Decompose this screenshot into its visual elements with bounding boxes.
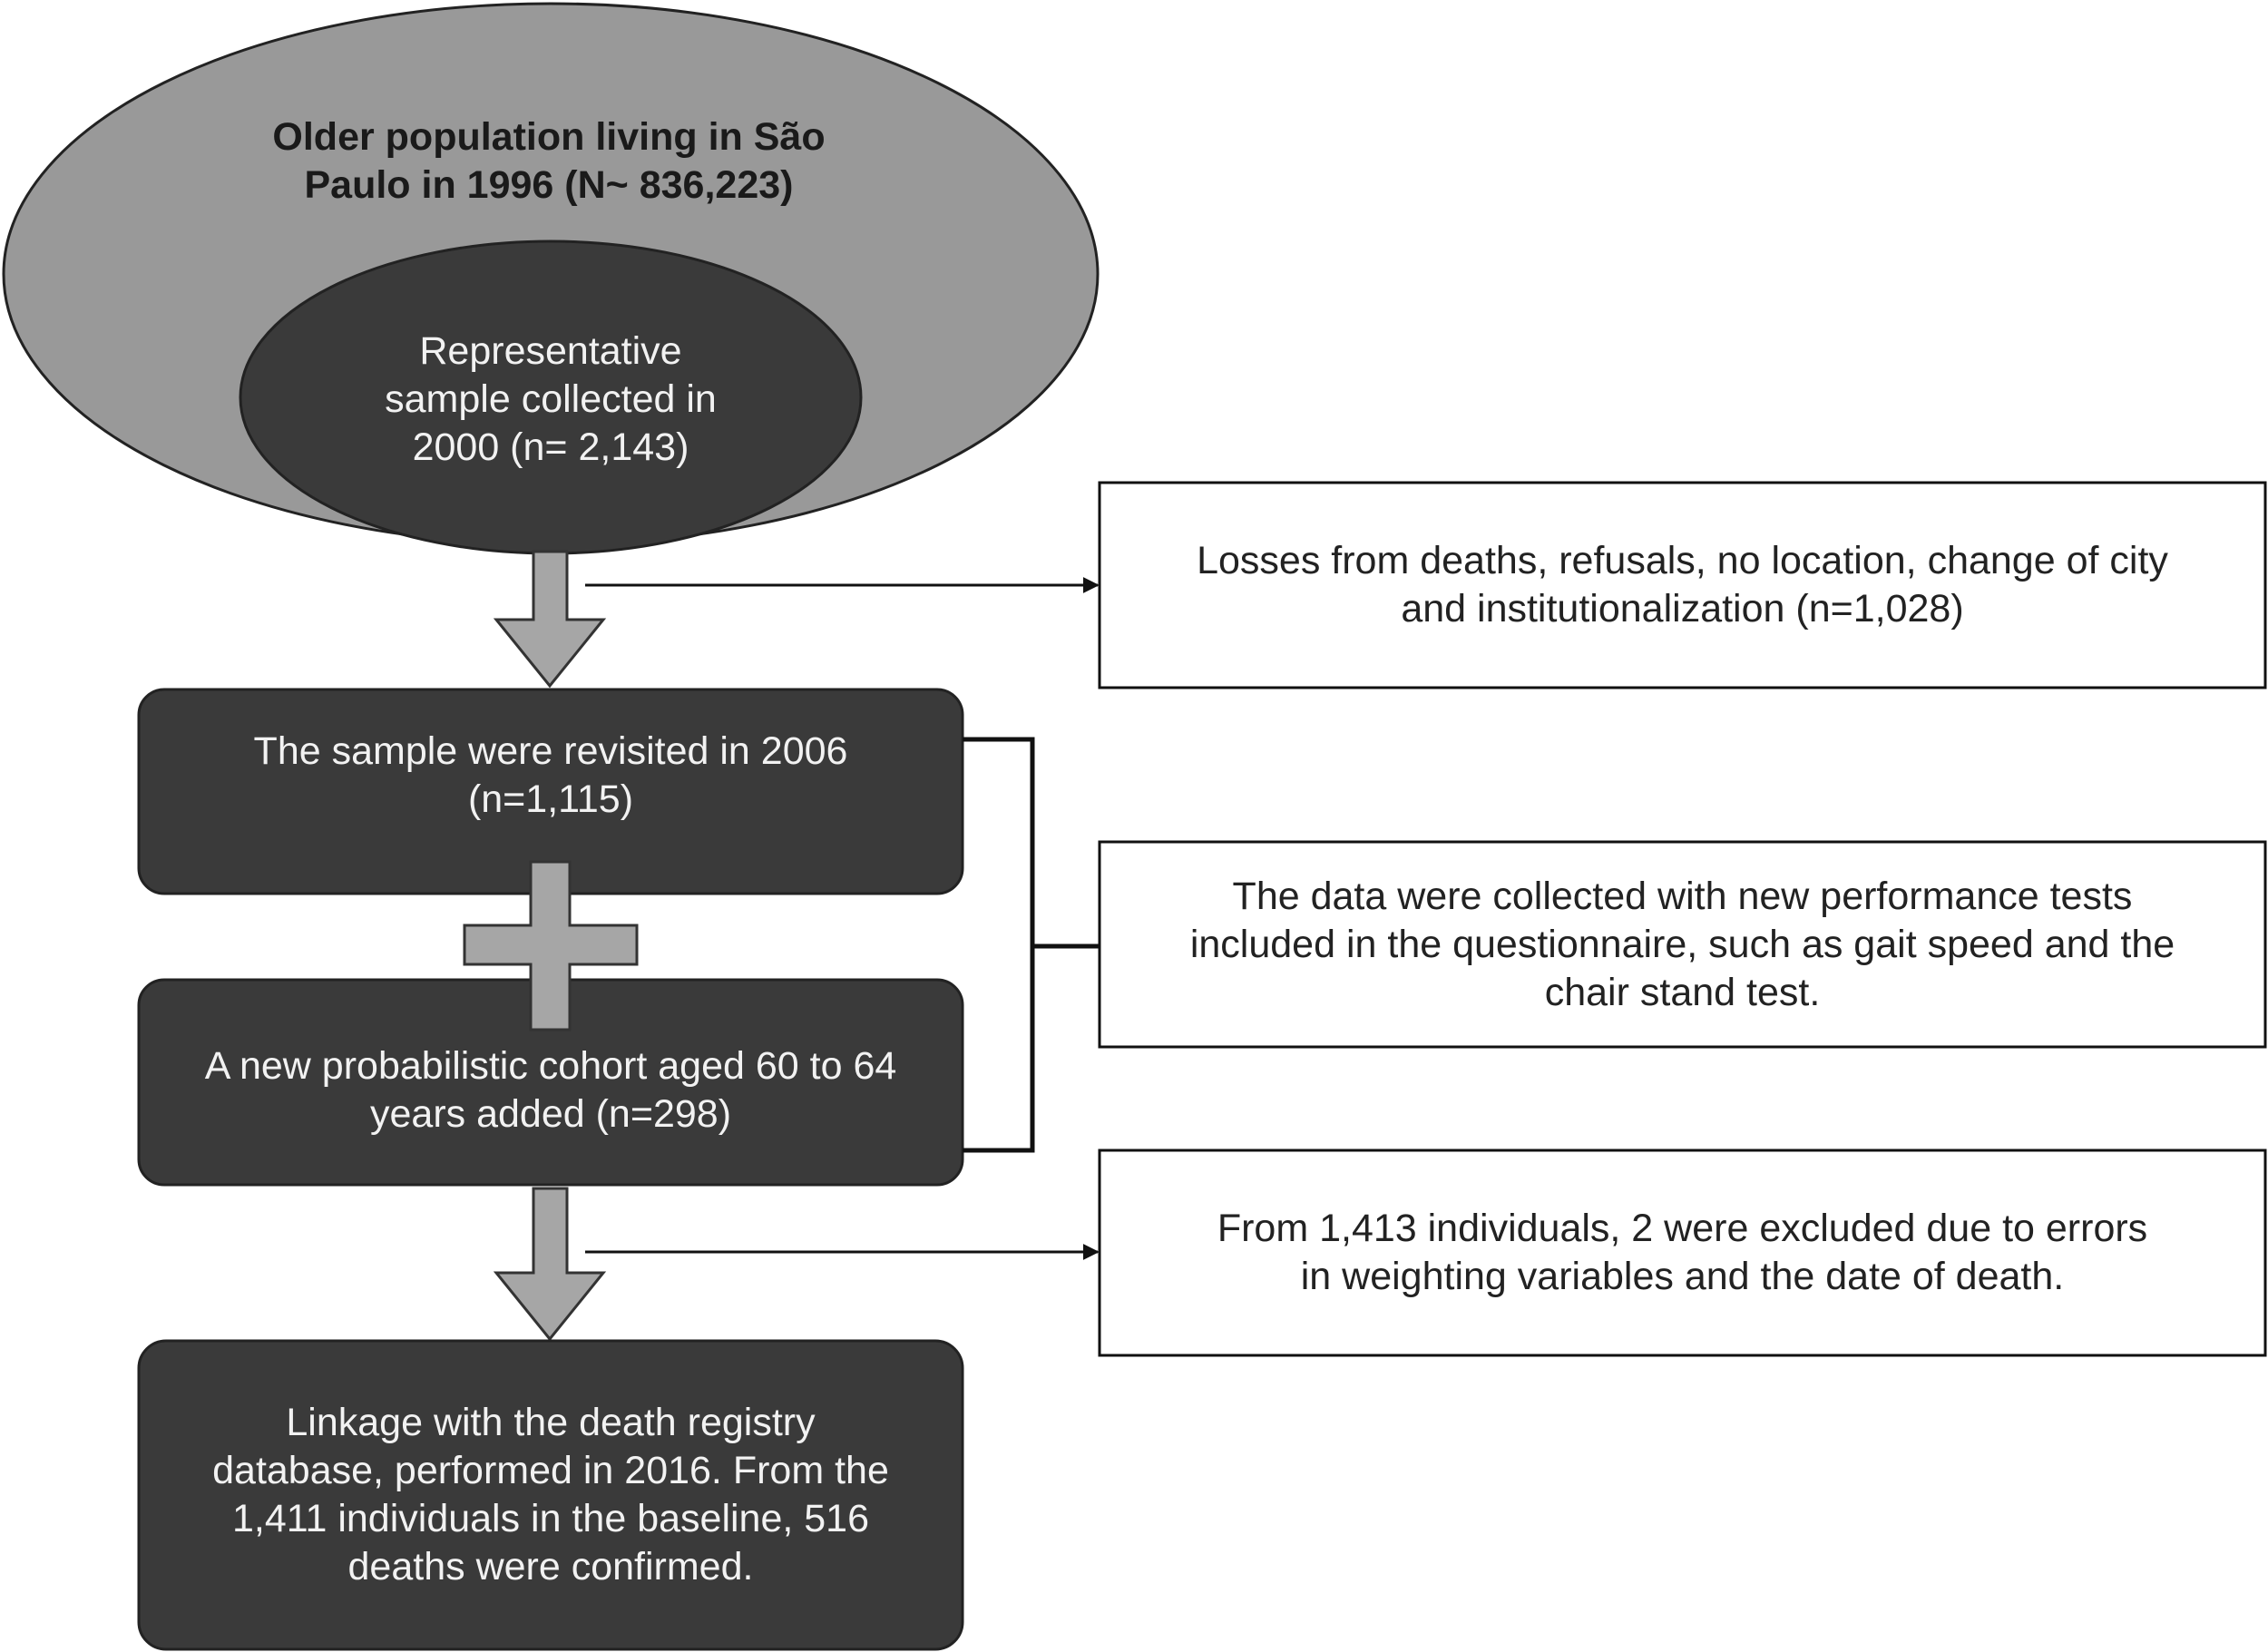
inner-ellipse-label: Representative sample collected in 2000 … bbox=[272, 322, 829, 476]
revisit-line-2: (n=1,115) bbox=[467, 777, 634, 821]
losses-line-2: and institutionalization (n=1,028) bbox=[1401, 587, 1964, 630]
exclusion-line-2: in weighting variables and the date of d… bbox=[1300, 1255, 2065, 1298]
outer-ellipse-line-2: Paulo in 1996 (N~ 836,223) bbox=[304, 163, 794, 207]
revisit-box-label: The sample were revisited in 2006 (n=1,1… bbox=[139, 717, 963, 835]
exclusion-line-1: From 1,413 individuals, 2 were excluded … bbox=[1217, 1207, 2148, 1250]
linkage-line-3: 1,411 individuals in the baseline, 516 bbox=[231, 1497, 870, 1540]
exclusion-box bbox=[1098, 1149, 2267, 1357]
outer-ellipse-line-1: Older population living in São bbox=[272, 115, 826, 159]
losses-box bbox=[1098, 481, 2267, 689]
down-arrow-icon bbox=[493, 550, 607, 689]
linkage-line-2: database, performed in 2016. From the bbox=[212, 1449, 889, 1492]
revisit-line-1: The sample were revisited in 2006 bbox=[253, 729, 848, 773]
down-arrow-icon bbox=[493, 1187, 607, 1342]
performance-line-2: included in the questionnaire, such as g… bbox=[1189, 922, 2175, 966]
linkage-line-4: deaths were confirmed. bbox=[347, 1545, 754, 1588]
new-cohort-line-2: years added (n=298) bbox=[369, 1092, 732, 1136]
bracket-connector bbox=[963, 737, 1035, 1153]
losses-box-label: Losses from deaths, refusals, no locatio… bbox=[1101, 484, 2263, 686]
inner-ellipse-line-2: sample collected in bbox=[385, 376, 717, 421]
losses-line-1: Losses from deaths, refusals, no locatio… bbox=[1197, 539, 2168, 582]
exclusion-box-label: From 1,413 individuals, 2 were excluded … bbox=[1101, 1152, 2263, 1354]
new-cohort-box-label: A new probabilistic cohort aged 60 to 64… bbox=[139, 1027, 963, 1154]
linkage-line-1: Linkage with the death registry bbox=[286, 1401, 816, 1444]
outer-ellipse-label: Older population living in São Paulo in … bbox=[163, 107, 934, 216]
plus-icon bbox=[463, 860, 639, 1031]
inner-ellipse-line-3: 2000 (n= 2,143) bbox=[412, 425, 689, 469]
inner-ellipse-line-1: Representative bbox=[419, 328, 682, 373]
linkage-box bbox=[137, 1339, 964, 1651]
performance-line-3: chair stand test. bbox=[1544, 970, 1821, 1014]
linkage-box-label: Linkage with the death registry database… bbox=[139, 1341, 963, 1649]
performance-box-label: The data were collected with new perform… bbox=[1101, 844, 2263, 1045]
performance-line-1: The data were collected with new perform… bbox=[1232, 874, 2133, 918]
performance-box bbox=[1098, 840, 2267, 1049]
new-cohort-line-1: A new probabilistic cohort aged 60 to 64 bbox=[204, 1044, 897, 1088]
